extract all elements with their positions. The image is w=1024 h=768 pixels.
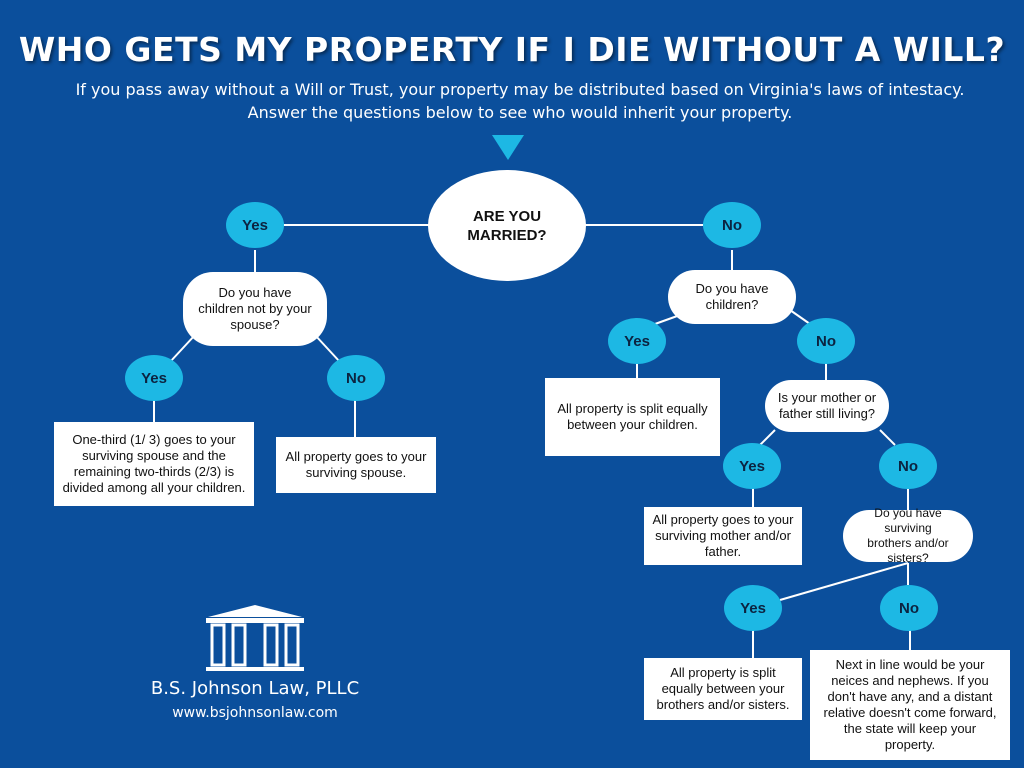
start-arrow-icon [492, 135, 524, 160]
state-keeps-outcome: Next in line would be your neices and ne… [810, 650, 1010, 760]
page-subtitle: If you pass away without a Will or Trust… [75, 80, 965, 122]
siblings-question: Do you have surviving brothers and/or si… [843, 506, 973, 565]
siblings-yes-bubble: Yes [724, 585, 782, 631]
married-question: ARE YOU MARRIED? [428, 170, 586, 281]
married-yes-bubble: Yes [226, 202, 284, 248]
courthouse-logo-icon [206, 605, 304, 671]
have-children-yes-bubble: Yes [608, 318, 666, 364]
siblings-no-bubble: No [880, 585, 938, 631]
parents-outcome: All property goes to your surviving moth… [644, 507, 802, 565]
children-not-by-spouse-no-bubble: No [327, 355, 385, 401]
connector-line [779, 562, 909, 601]
firm-name: B.S. Johnson Law, PLLC [150, 678, 360, 699]
connector-line [789, 309, 811, 325]
connector-line [759, 429, 776, 446]
siblings-outcome: All property is split equally between yo… [644, 658, 802, 720]
have-children-no-bubble: No [797, 318, 855, 364]
spouse-only-outcome: All property goes to your surviving spou… [276, 437, 436, 493]
parents-living-question: Is your mother or father still living? [765, 380, 889, 432]
children-split-outcome: All property is split equally between yo… [545, 378, 720, 456]
have-children-question: Do you have children? [668, 270, 796, 324]
page-title: WHO GETS MY PROPERTY IF I DIE WITHOUT A … [18, 30, 1006, 69]
firm-website-link[interactable]: www.bsjohnsonlaw.com [172, 705, 338, 721]
parents-living-yes-bubble: Yes [723, 443, 781, 489]
connector-line [169, 334, 196, 363]
connector-line [879, 429, 896, 446]
spouse-and-children-outcome: One-third (1/ 3) goes to your surviving … [54, 422, 254, 506]
children-not-by-spouse-question: Do you have children not by your spouse? [183, 272, 327, 346]
children-not-by-spouse-yes-bubble: Yes [125, 355, 183, 401]
parents-living-no-bubble: No [879, 443, 937, 489]
connector-line [314, 334, 341, 363]
married-no-bubble: No [703, 202, 761, 248]
